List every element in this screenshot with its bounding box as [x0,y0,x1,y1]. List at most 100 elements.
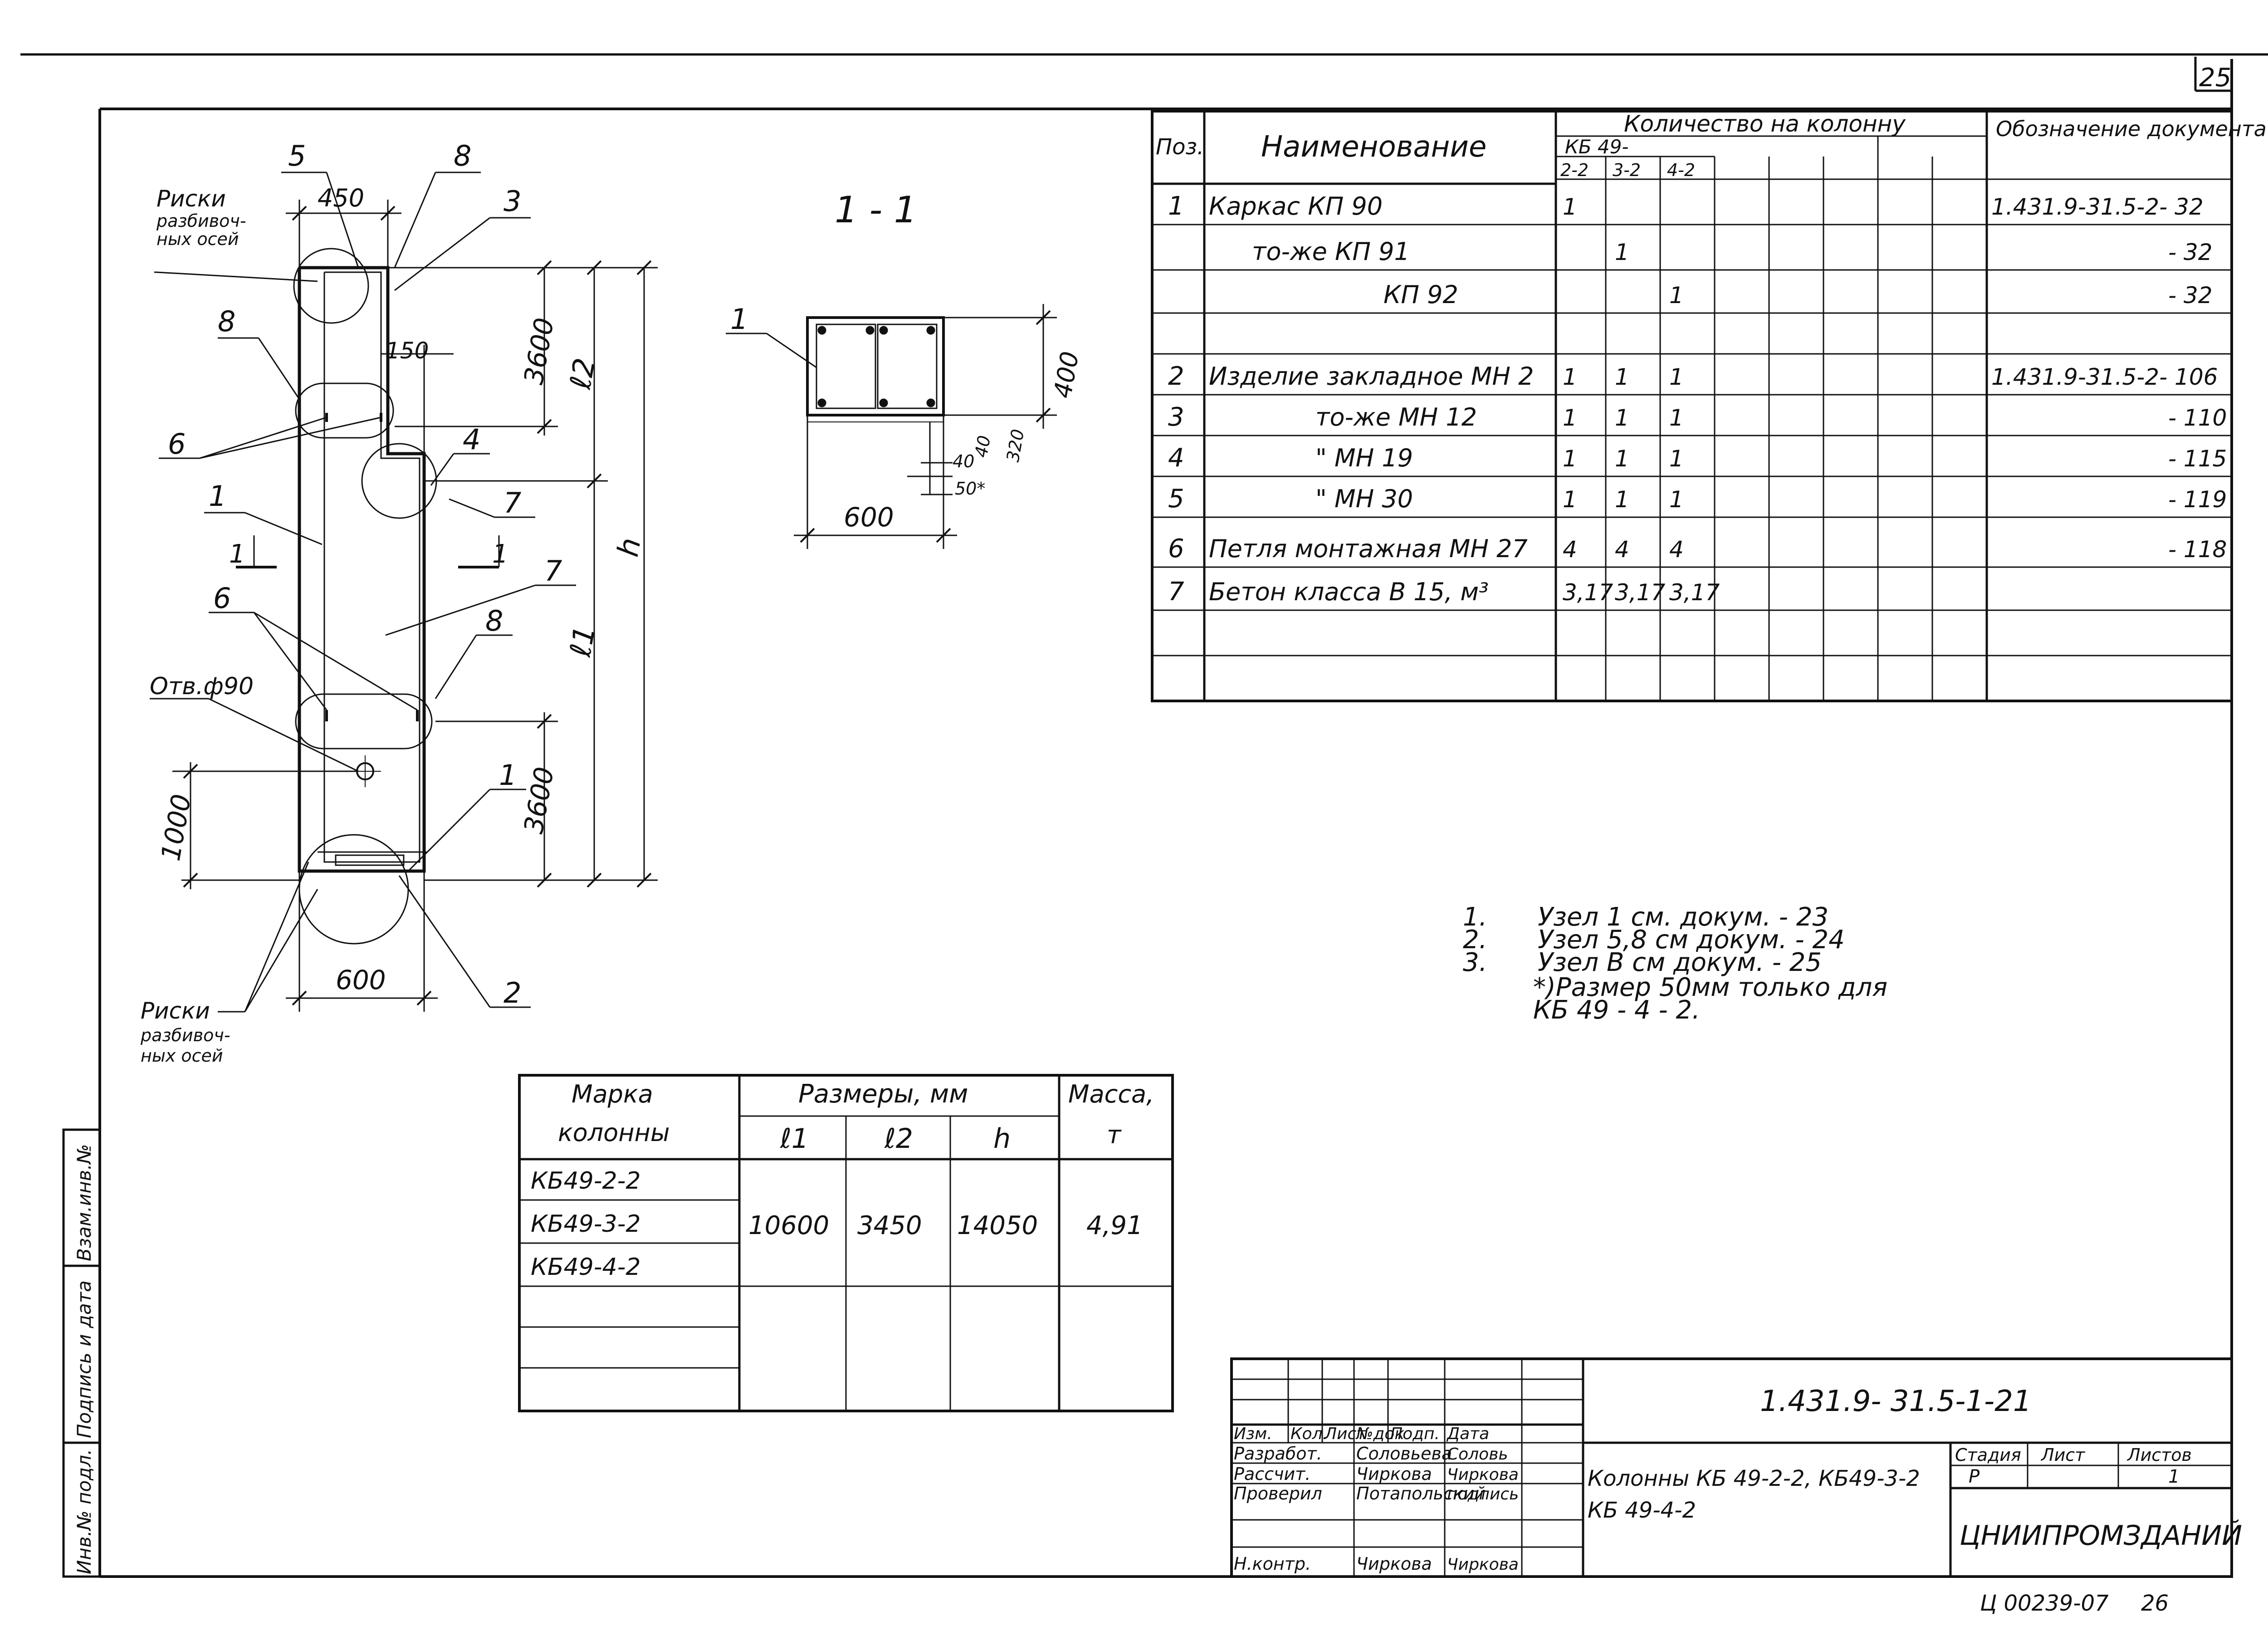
tb-header-cell: №док [1355,1425,1404,1443]
col-h-l1: ℓ1 [780,1123,809,1155]
callout-3: 3 [503,185,521,218]
spec-row-name: Каркас КП 90 [1209,192,1383,220]
tb-header-cell: Кол. [1290,1425,1328,1443]
stage-header: Стадия [1955,1445,2021,1465]
sheet-number: 25 [2199,63,2231,93]
sheets-header: Листов [2126,1445,2192,1465]
col-l1: 10600 [748,1211,829,1240]
spec-table [1151,110,2233,702]
tb-name: Чиркова [1356,1464,1432,1484]
spec-row-qty: 1 [1563,486,1577,513]
section-dim-50: 50* [955,479,985,499]
spec-h-qty: Количество на колонну [1624,111,1906,137]
tb-role: Проверил [1234,1484,1322,1504]
tb-name: Чиркова [1356,1554,1432,1574]
col-mark-3: КБ49-4-2 [531,1254,640,1281]
spec-row-doc: - 32 [2168,282,2213,309]
organization: ЦНИИПРОМЗДАНИЙ [1960,1519,2242,1552]
spec-row-qty: 1 [1563,194,1577,220]
drawing-title-1: Колонны КБ 49-2-2, КБ49-3-2 [1588,1466,1920,1491]
risk-bottom-3: ных осей [141,1046,223,1066]
col-h: 14050 [957,1211,1038,1240]
tb-header-cell: Лист [1324,1425,1366,1443]
spec-row-qty: 1 [1669,446,1684,472]
spec-row-pos: 6 [1168,534,1184,563]
note-text: Узел 1 см. докум. - 23 [1538,902,1828,932]
col-mark-1: КБ49-2-2 [531,1167,640,1195]
spec-h-kb: КБ 49- [1565,136,1629,158]
spec-row-pos: 4 [1168,443,1184,473]
section-dim-320: 320 [1003,427,1028,463]
note-text: *)Размер 50мм только для [1533,973,1887,1002]
section-texts: 1 - 1 1 400 600 320 40 40 50* [730,189,1085,533]
side-stamp: Инв.№ подл. Подпись и дата Взам.инв.№ [62,1128,101,1578]
tb-header-cell: Изм. [1234,1425,1272,1443]
col-h-l2: ℓ2 [884,1123,913,1155]
col-l2: 3450 [857,1211,922,1240]
section-dim-400: 400 [1048,349,1085,400]
spec-row-pos: 2 [1168,362,1184,391]
tb-header-cell: Дата [1446,1425,1489,1443]
spec-row-qty: 1 [1669,282,1684,309]
tb-signature: Чиркова [1447,1555,1519,1574]
spec-row-qty: 3,17 [1563,579,1613,606]
spec-row-name: Изделие закладное МН 2 [1209,362,1534,391]
tb-name: Потапольский [1356,1484,1486,1504]
dim-150: 150 [386,338,429,364]
section-mark-right: 1 [492,539,508,569]
tb-role: Разработ. [1234,1444,1322,1464]
risk-bottom-2: разбивоч- [140,1025,230,1045]
risk-bottom-1: Риски [141,998,210,1024]
callout-2: 2 [503,976,521,1009]
tb-name: Соловьева [1356,1444,1452,1464]
callout-6: 6 [168,427,186,460]
spec-row-qty: 3,17 [1615,579,1666,606]
spec-h-sub-2: 3-2 [1613,160,1641,180]
section-dim-600: 600 [844,502,894,533]
col-h-dims: Размеры, мм [798,1079,968,1109]
spec-h-sub-1: 2-2 [1560,160,1589,180]
risk-top-3: ных осей [156,229,239,249]
tb-header-cell: Подп. [1390,1425,1440,1443]
col-h-h: h [993,1123,1011,1155]
spec-table-texts: Поз. Наименование Количество на колонну … [1156,111,2267,607]
drawing-code: 1.431.9- 31.5-1-21 [1760,1385,2032,1418]
section-title: 1 - 1 [835,189,917,231]
note-number: 1. [1463,902,1487,932]
col-mass: 4,91 [1086,1211,1143,1240]
column-table-texts: Марка колонны Размеры, мм ℓ1 ℓ2 h Масса,… [531,1079,1154,1281]
sheet-header: Лист [2040,1445,2086,1465]
dim-3600-upper: 3600 [518,315,560,387]
callout-4: 4 [463,423,480,456]
spec-row-qty: 4 [1563,536,1577,563]
stamp-replace: Взам.инв.№ [73,1144,95,1261]
dim-450: 450 [318,184,364,212]
dim-l2: ℓ2 [564,356,602,392]
archive-code: Ц 00239-07 [1980,1591,2109,1616]
callout-1: 1 [209,480,226,513]
note-text: Узел 5,8 см докум. - 24 [1538,925,1845,955]
section-mark-left: 1 [229,539,245,569]
stamp-sign: Подпись и дата [73,1280,95,1438]
dim-l1: ℓ1 [564,623,602,660]
section-1-1 [726,304,1057,549]
spec-row-qty: 1 [1669,486,1684,513]
risk-top-1: Риски [156,186,226,212]
archive-page: 26 [2141,1591,2169,1616]
note-number: 2. [1463,925,1487,955]
spec-row-pos: 1 [1168,191,1184,221]
tb-role: Н.контр. [1234,1554,1311,1574]
dim-600-bottom: 600 [336,965,386,995]
note-number: 3. [1463,948,1487,977]
spec-h-pos: Поз. [1156,134,1204,160]
tb-signature: подпись [1447,1485,1519,1504]
col-mark-2: КБ49-3-2 [531,1210,640,1238]
title-block-texts: 1.431.9- 31.5-1-21 Колонны КБ 49-2-2, КБ… [1234,1385,2242,1574]
section-dim-40a: 40 [971,434,995,459]
callout-7: 7 [503,486,521,519]
spec-h-sub-3: 4-2 [1667,160,1695,180]
callout-1b: 1 [499,759,517,792]
spec-row-name: " МН 30 [1315,485,1413,513]
spec-row-name: Петля монтажная МН 27 [1209,534,1528,563]
